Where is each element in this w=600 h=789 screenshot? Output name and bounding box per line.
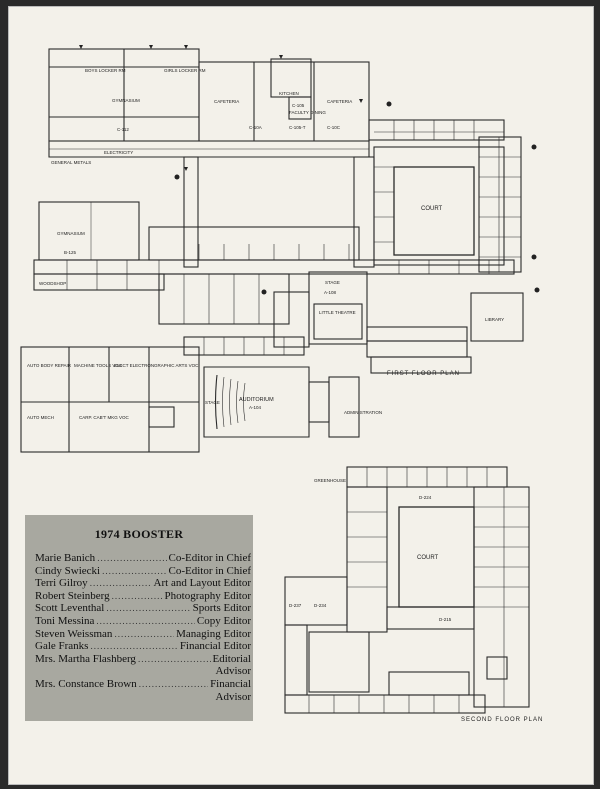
room-electricity: ELECTRICITY xyxy=(104,150,133,155)
room-stage-2: STAGE xyxy=(205,400,220,405)
room-elect-electron: ELECT ELECTRON xyxy=(114,363,154,368)
room-stage-1: STAGE xyxy=(325,280,340,285)
room-cafeteria-a: CAFETERIA xyxy=(214,99,239,104)
staff-name: Terri Gilroy xyxy=(35,577,88,590)
staff-role: Editorial xyxy=(212,652,252,665)
staff-name: Cindy Swiecki xyxy=(35,564,101,577)
room-gymnasium-2: GYMNASIUM xyxy=(57,231,85,236)
staff-list: Marie Banich............................… xyxy=(35,552,251,703)
staff-row: Robert Steinberg........................… xyxy=(35,589,251,602)
first-floor-plan-label: FIRST FLOOR PLAN xyxy=(387,371,460,377)
staff-role: Art and Layout Editor xyxy=(153,577,251,590)
room-a104: A-104 xyxy=(249,405,262,410)
staff-role: Co-Editor in Chief xyxy=(168,564,252,577)
room-library: LIBRARY xyxy=(485,317,504,322)
staff-row: Marie Banich............................… xyxy=(35,552,252,564)
room-boys-locker: BOYS LOCKER RM xyxy=(85,68,126,73)
room-cafeteria-b: CAFETERIA xyxy=(327,99,352,104)
room-graphic-arts: GRAPHIC ARTS VOC xyxy=(154,363,199,368)
staff-role: Photography Editor xyxy=(164,589,251,602)
room-girls-locker: GIRLS LOCKER RM xyxy=(164,68,206,73)
staff-role: Co-Editor in Chief xyxy=(168,552,252,564)
room-court-1: COURT xyxy=(421,206,443,212)
room-d234: D-234 xyxy=(314,603,327,608)
room-d237: D-237 xyxy=(289,603,302,608)
room-auditorium: AUDITORIUM xyxy=(239,397,274,403)
staff-row: Toni Messina............................… xyxy=(35,614,251,627)
vocational-wing-outline xyxy=(20,346,200,453)
staff-name: Marie Banich xyxy=(35,552,96,564)
room-kitchen: KITCHEN xyxy=(279,91,299,96)
masthead-title: 1974 BOOSTER xyxy=(94,527,184,541)
staff-row: Scott Leventhal.........................… xyxy=(35,602,251,615)
room-carpentry: CARP. CAB'T MKG VOC xyxy=(79,415,129,420)
staff-role-continued: Advisor xyxy=(215,690,251,703)
staff-name: Mrs. Constance Brown xyxy=(35,677,137,690)
staff-name: Gale Franks xyxy=(35,640,89,653)
room-c10a: C-10A xyxy=(249,125,262,130)
auditorium-outline xyxy=(203,366,310,438)
staff-row: Steven Weissman.........................… xyxy=(35,627,251,640)
room-d224: D-224 xyxy=(419,495,432,500)
staff-name: Toni Messina xyxy=(35,614,95,627)
room-gymnasium-1: GYMNASIUM xyxy=(112,98,140,103)
room-auto-body: AUTO BODY REPAIR xyxy=(27,363,72,368)
floor-plan-drawing: BOYS LOCKER RM GIRLS LOCKER RM GYMNASIUM… xyxy=(20,45,540,714)
staff-masthead-box: 1974 BOOSTER Marie Banich...............… xyxy=(25,515,253,721)
room-auto-mech: AUTO MECH xyxy=(27,415,54,420)
room-general-metals: GENERAL METALS xyxy=(51,160,91,165)
room-machine-tools: MACHINE TOOLS VOC xyxy=(74,363,123,368)
room-c105t: C-105-T xyxy=(289,125,306,130)
staff-role: Copy Editor xyxy=(196,614,251,627)
room-c112: C-112 xyxy=(117,127,129,132)
room-c105: C-105 xyxy=(292,103,305,108)
room-c10c: C-10C xyxy=(327,125,341,130)
room-a108: A-108 xyxy=(324,290,337,295)
room-administration: ADMINISTRATION xyxy=(344,410,382,415)
room-little-theatre: LITTLE THEATRE xyxy=(319,310,356,315)
library-outline xyxy=(470,292,524,342)
yearbook-page: BOYS LOCKER RM GIRLS LOCKER RM GYMNASIUM… xyxy=(8,6,594,785)
staff-row: Cindy Swiecki...........................… xyxy=(35,564,252,577)
room-b125: B-125 xyxy=(64,250,77,255)
room-court-2: COURT xyxy=(417,555,439,561)
staff-role: Financial Editor xyxy=(179,640,251,653)
staff-role: Sports Editor xyxy=(192,602,251,615)
room-greenhouse: GREENHOUSE xyxy=(314,478,346,483)
staff-name: Mrs. Martha Flashberg xyxy=(35,652,136,665)
second-floor-plan-label: SECOND FLOOR PLAN xyxy=(461,717,544,723)
room-faculty-dining: FACULTY DINING xyxy=(289,110,326,115)
room-woodshop: WOODSHOP xyxy=(39,281,66,286)
staff-row: Gale Franks.............................… xyxy=(35,640,251,653)
staff-row: Mrs. Constance Brown....................… xyxy=(35,677,251,690)
staff-role: Financial xyxy=(210,677,251,690)
staff-row: Mrs. Martha Flashberg...................… xyxy=(35,652,252,665)
staff-name: Robert Steinberg xyxy=(35,589,110,602)
staff-role-continued: Advisor xyxy=(215,665,251,678)
staff-name: Steven Weissman xyxy=(35,627,113,640)
staff-row: Terri Gilroy............................… xyxy=(35,577,251,590)
staff-name: Scott Leventhal xyxy=(35,602,105,615)
room-d215: D-215 xyxy=(439,617,452,622)
staff-role: Managing Editor xyxy=(176,627,251,640)
